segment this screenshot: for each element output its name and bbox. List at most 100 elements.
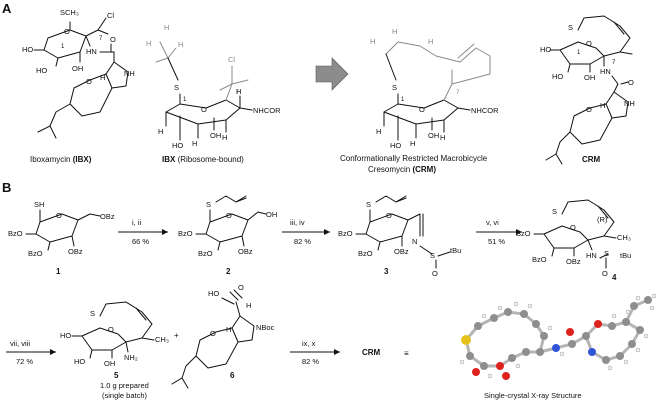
ibx-oxepane-o: O — [86, 77, 92, 86]
step-1-yield: 66 % — [132, 237, 149, 246]
compound-2-label: 2 — [226, 267, 231, 276]
ibx-rb-cl: Cl — [228, 55, 235, 64]
ibx-rb-c1-label: 1 — [183, 97, 187, 103]
xray-atom-c — [466, 352, 474, 360]
c2-bzo-2: BzO — [198, 249, 213, 258]
ibx-rb-nhcor: NHCOR — [253, 106, 281, 115]
c6-pyrrolidine — [231, 315, 255, 343]
c1-ring-o: O — [56, 211, 62, 220]
xray-atom-c — [536, 348, 544, 356]
xray-atom-c — [540, 332, 548, 340]
c2-obz: OBz — [238, 247, 253, 256]
ibx-rb-h-2: H — [146, 39, 151, 48]
crm-s: S — [568, 23, 573, 32]
step-4-arrowhead — [50, 349, 56, 355]
c5-nh2-bond — [125, 341, 129, 353]
c6-h-2: H — [226, 325, 231, 334]
crm-alkene — [613, 21, 625, 35]
xray-atom-c — [616, 352, 624, 360]
xray-atom-c — [568, 340, 576, 348]
xray-macrocycle-bonds — [464, 310, 546, 354]
c3-obz: OBz — [394, 247, 409, 256]
xray-hydrogens — [459, 293, 657, 379]
crm-nh: NH — [624, 99, 635, 108]
c4-s: S — [552, 207, 557, 216]
xray-atom-h — [635, 295, 641, 301]
ibx-rb-oh: OH — [210, 131, 221, 140]
compound-3-label: 3 — [384, 267, 389, 276]
c5-ch3: CH₃ — [155, 335, 169, 344]
compound-3-structure: O S N S O tBu BzO BzO OBz — [338, 195, 461, 278]
step-5-yield: 82 % — [302, 357, 319, 366]
c3-ring-o: O — [386, 211, 392, 220]
c1-bzo-1: BzO — [8, 229, 23, 238]
ibx-rb-s: S — [174, 83, 179, 92]
ibx-rb-ho: HO — [172, 141, 183, 150]
step-5-reagents: ix, x — [302, 339, 316, 348]
ibx-rb-h-4: H — [158, 127, 163, 136]
macro-h-1: H — [370, 37, 375, 46]
xray-atom-c — [508, 354, 516, 362]
crm-caption: CRM — [582, 155, 601, 164]
xray-atom-h — [651, 293, 657, 299]
ibx-ho-2: HO — [36, 66, 47, 75]
c4-r-label: (R) — [597, 215, 608, 224]
xray-atom-c — [532, 320, 540, 328]
c2-s: S — [206, 200, 211, 209]
xray-structure — [459, 293, 657, 380]
ibx-hn: HN — [86, 47, 97, 56]
macro-tether — [385, 41, 491, 75]
c6-nboc: NBoc — [256, 323, 275, 332]
c1-obz-1: OBz — [100, 212, 115, 221]
c6-isobutyl — [171, 355, 197, 389]
ibx-hn-bond — [85, 35, 91, 47]
crm-methyl — [619, 51, 633, 55]
crm-h-1: H — [600, 101, 605, 110]
compound-6-label: 6 — [230, 371, 235, 380]
macro-s-bond — [385, 53, 397, 81]
macro-h-2: H — [392, 27, 397, 36]
macro-h-6: H — [440, 133, 445, 142]
crm-sugar-ring — [559, 41, 605, 65]
compound-1-structure: O SH OBz BzO BzO OBz — [8, 200, 115, 258]
xray-atom-c — [622, 318, 630, 326]
xray-atom-o — [566, 328, 574, 336]
ibx-rb-h-5: H — [192, 139, 197, 148]
macro-s: S — [392, 83, 397, 92]
xray-atom-h — [649, 305, 655, 311]
ibx-nh: NH — [124, 69, 135, 78]
step-1-arrowhead — [162, 229, 168, 235]
xray-atom-h — [547, 325, 553, 331]
c4-tbu: tBu — [620, 251, 631, 260]
ibx-rb-nhcor-bond — [239, 107, 253, 111]
xray-atom-n — [552, 344, 560, 352]
macro-c7-chain — [443, 69, 491, 101]
ibx-rb-h-7 — [219, 83, 233, 91]
xray-atom-c — [602, 356, 610, 364]
c5-s: S — [90, 309, 95, 318]
macro-nhcor-bond — [457, 107, 471, 111]
ibx-sch3: SCH₃ — [60, 8, 79, 17]
crm-ho-2: HO — [552, 72, 563, 81]
xray-atom-n — [588, 348, 596, 356]
c5-alkene — [135, 307, 147, 321]
xray-atom-o — [502, 372, 510, 380]
ibx-rb-s-bond — [167, 57, 179, 81]
ibx-amide-o: O — [110, 35, 116, 44]
equivalence-sign: ≡ — [404, 349, 409, 358]
c3-imine — [407, 213, 421, 237]
c4-bzo-1: BzO — [516, 229, 531, 238]
c5-ho-1: HO — [60, 331, 71, 340]
xray-atom-c — [520, 310, 528, 318]
ibx-cl: Cl — [107, 11, 114, 20]
c3-ns-bond — [419, 245, 433, 255]
ibx-rb-ring-o: O — [201, 105, 207, 114]
compound-6-structure: HO O H NBoc H O — [171, 283, 275, 389]
ibx-isobutyl — [37, 103, 71, 133]
xray-atom-c — [522, 348, 530, 356]
c4-sulfinyl-o: O — [602, 269, 608, 278]
step-1-reagents: i, ii — [132, 218, 142, 227]
c5-macrocycle — [99, 301, 153, 343]
crm-product-label: CRM — [362, 348, 381, 357]
